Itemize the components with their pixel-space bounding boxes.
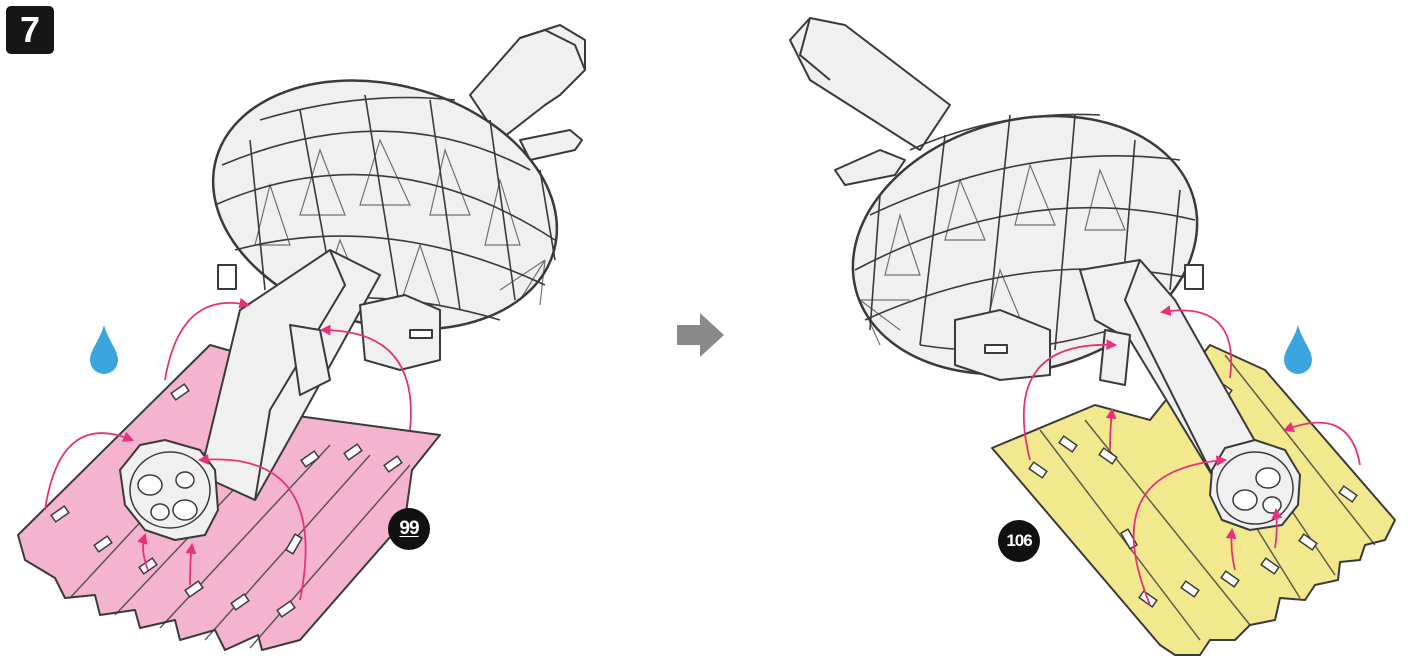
right-gear-end (1210, 440, 1300, 530)
glue-drop-icon (1284, 325, 1312, 374)
part-number-label-left: 99 (388, 508, 430, 550)
part-number-label-right: 106 (998, 520, 1040, 562)
glue-drop-icon (90, 325, 118, 374)
next-arrow-icon (677, 313, 724, 357)
left-assembly (18, 25, 585, 650)
right-assembly (790, 18, 1395, 655)
